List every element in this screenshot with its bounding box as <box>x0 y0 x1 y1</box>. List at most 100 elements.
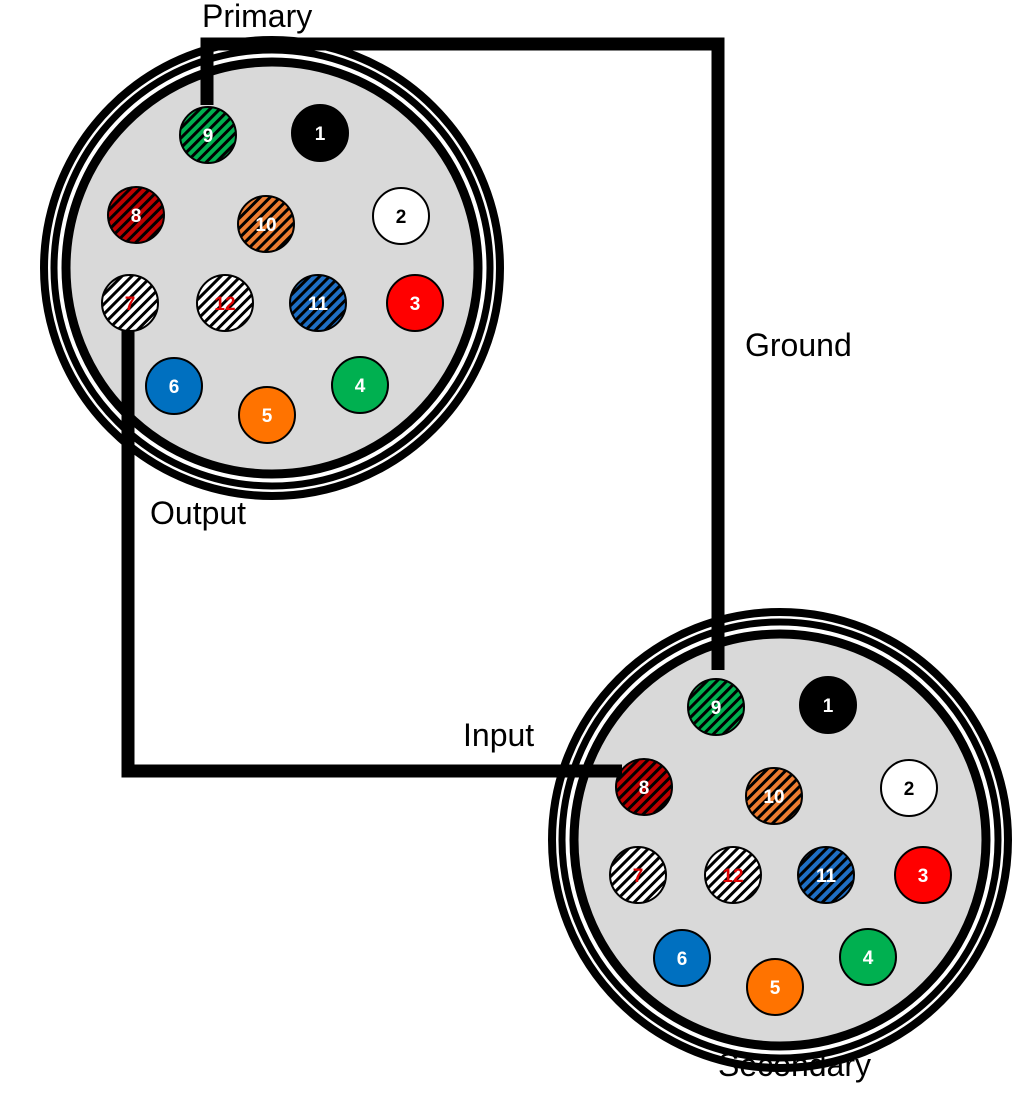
primary-pin-2: 2 <box>372 187 430 245</box>
pin-number-label: 1 <box>823 696 834 717</box>
pin-stripes <box>197 275 253 331</box>
pin-outline <box>238 386 296 444</box>
pin-outline <box>179 106 237 164</box>
secondary-pin-8: 8 <box>615 758 673 816</box>
pin-number-label: 4 <box>863 948 874 969</box>
pin-outline <box>745 767 803 825</box>
pin-number-label: 7 <box>125 294 136 315</box>
pin-outline <box>797 846 855 904</box>
pin-body <box>332 357 388 413</box>
pin-outline <box>386 274 444 332</box>
pin-body <box>747 959 803 1015</box>
wires <box>121 37 725 778</box>
pin-number-label: 10 <box>763 787 784 808</box>
secondary-pin-3: 3 <box>894 846 952 904</box>
primary-pin-9: 9 <box>179 106 237 164</box>
pin-outline <box>609 846 667 904</box>
pin-body <box>373 188 429 244</box>
primary-pin-7: 7 <box>101 274 159 332</box>
primary-label: Primary <box>202 0 312 34</box>
pin-outline <box>799 676 857 734</box>
pin-body <box>387 275 443 331</box>
primary-pin-5: 5 <box>238 386 296 444</box>
pin-number-label: 12 <box>214 294 235 315</box>
secondary-pin-1: 1 <box>799 676 857 734</box>
pin-outline <box>704 846 762 904</box>
secondary-pin-7: 7 <box>609 846 667 904</box>
pin-number-label: 12 <box>722 866 743 887</box>
pin-number-label: 7 <box>633 866 644 887</box>
pin-outline <box>107 186 165 244</box>
pin-stripes <box>798 847 854 903</box>
secondary-pin-9: 9 <box>687 678 745 736</box>
pin-stripes <box>238 196 294 252</box>
pin-stripes <box>610 847 666 903</box>
pin-number-label: 5 <box>770 978 781 999</box>
pin-outline <box>746 958 804 1016</box>
pin-number-label: 11 <box>308 294 329 315</box>
pin-outline <box>196 274 254 332</box>
primary-pin-4: 4 <box>331 356 389 414</box>
secondary-pin-11: 11 <box>797 846 855 904</box>
pin-body <box>881 760 937 816</box>
pin-stripes <box>290 275 346 331</box>
pin-stripes <box>108 187 164 243</box>
primary-pin-1: 1 <box>291 104 349 162</box>
pin-body <box>654 930 710 986</box>
pin-outline <box>839 928 897 986</box>
secondary-label: Secondary <box>718 1047 871 1083</box>
pin-stripes <box>102 275 158 331</box>
pin-stripes <box>705 847 761 903</box>
pin-body <box>239 387 295 443</box>
pin-number-label: 8 <box>131 206 142 227</box>
pin-number-label: 2 <box>396 207 407 228</box>
primary-pin-6: 6 <box>145 357 203 415</box>
pin-outline <box>372 187 430 245</box>
pin-outline <box>894 846 952 904</box>
pin-body <box>292 105 348 161</box>
pin-stripes <box>688 679 744 735</box>
pin-outline <box>291 104 349 162</box>
pin-number-label: 6 <box>677 949 688 970</box>
secondary-pin-10: 10 <box>745 767 803 825</box>
pin-outline <box>237 195 295 253</box>
secondary-pin-6: 6 <box>653 929 711 987</box>
input-label: Input <box>463 717 534 753</box>
pin-stripes <box>746 768 802 824</box>
pin-number-label: 6 <box>169 377 180 398</box>
pin-body <box>800 677 856 733</box>
pin-outline <box>687 678 745 736</box>
pin-body <box>146 358 202 414</box>
pin-number-label: 11 <box>816 866 837 887</box>
pin-stripes <box>616 759 672 815</box>
primary-pin-3: 3 <box>386 274 444 332</box>
pin-number-label: 3 <box>918 866 929 887</box>
pin-body <box>895 847 951 903</box>
secondary-pin-5: 5 <box>746 958 804 1016</box>
secondary-pin-2: 2 <box>880 759 938 817</box>
pin-number-label: 8 <box>639 778 650 799</box>
pin-number-label: 9 <box>203 126 214 147</box>
pin-number-label: 2 <box>904 779 915 800</box>
output-label: Output <box>150 495 246 531</box>
primary-pin-11: 11 <box>289 274 347 332</box>
pin-number-label: 1 <box>315 124 326 145</box>
ground-wire <box>200 37 725 670</box>
pin-outline <box>145 357 203 415</box>
secondary-pin-4: 4 <box>839 928 897 986</box>
pin-outline <box>880 759 938 817</box>
connector-secondary-middle-ring <box>558 618 1002 1062</box>
output-input-wire <box>121 330 622 778</box>
pin-outline <box>653 929 711 987</box>
pin-number-label: 3 <box>410 294 421 315</box>
pin-outline <box>615 758 673 816</box>
pin-stripes <box>180 107 236 163</box>
pin-number-label: 4 <box>355 376 366 397</box>
pin-body <box>840 929 896 985</box>
pin-outline <box>331 356 389 414</box>
